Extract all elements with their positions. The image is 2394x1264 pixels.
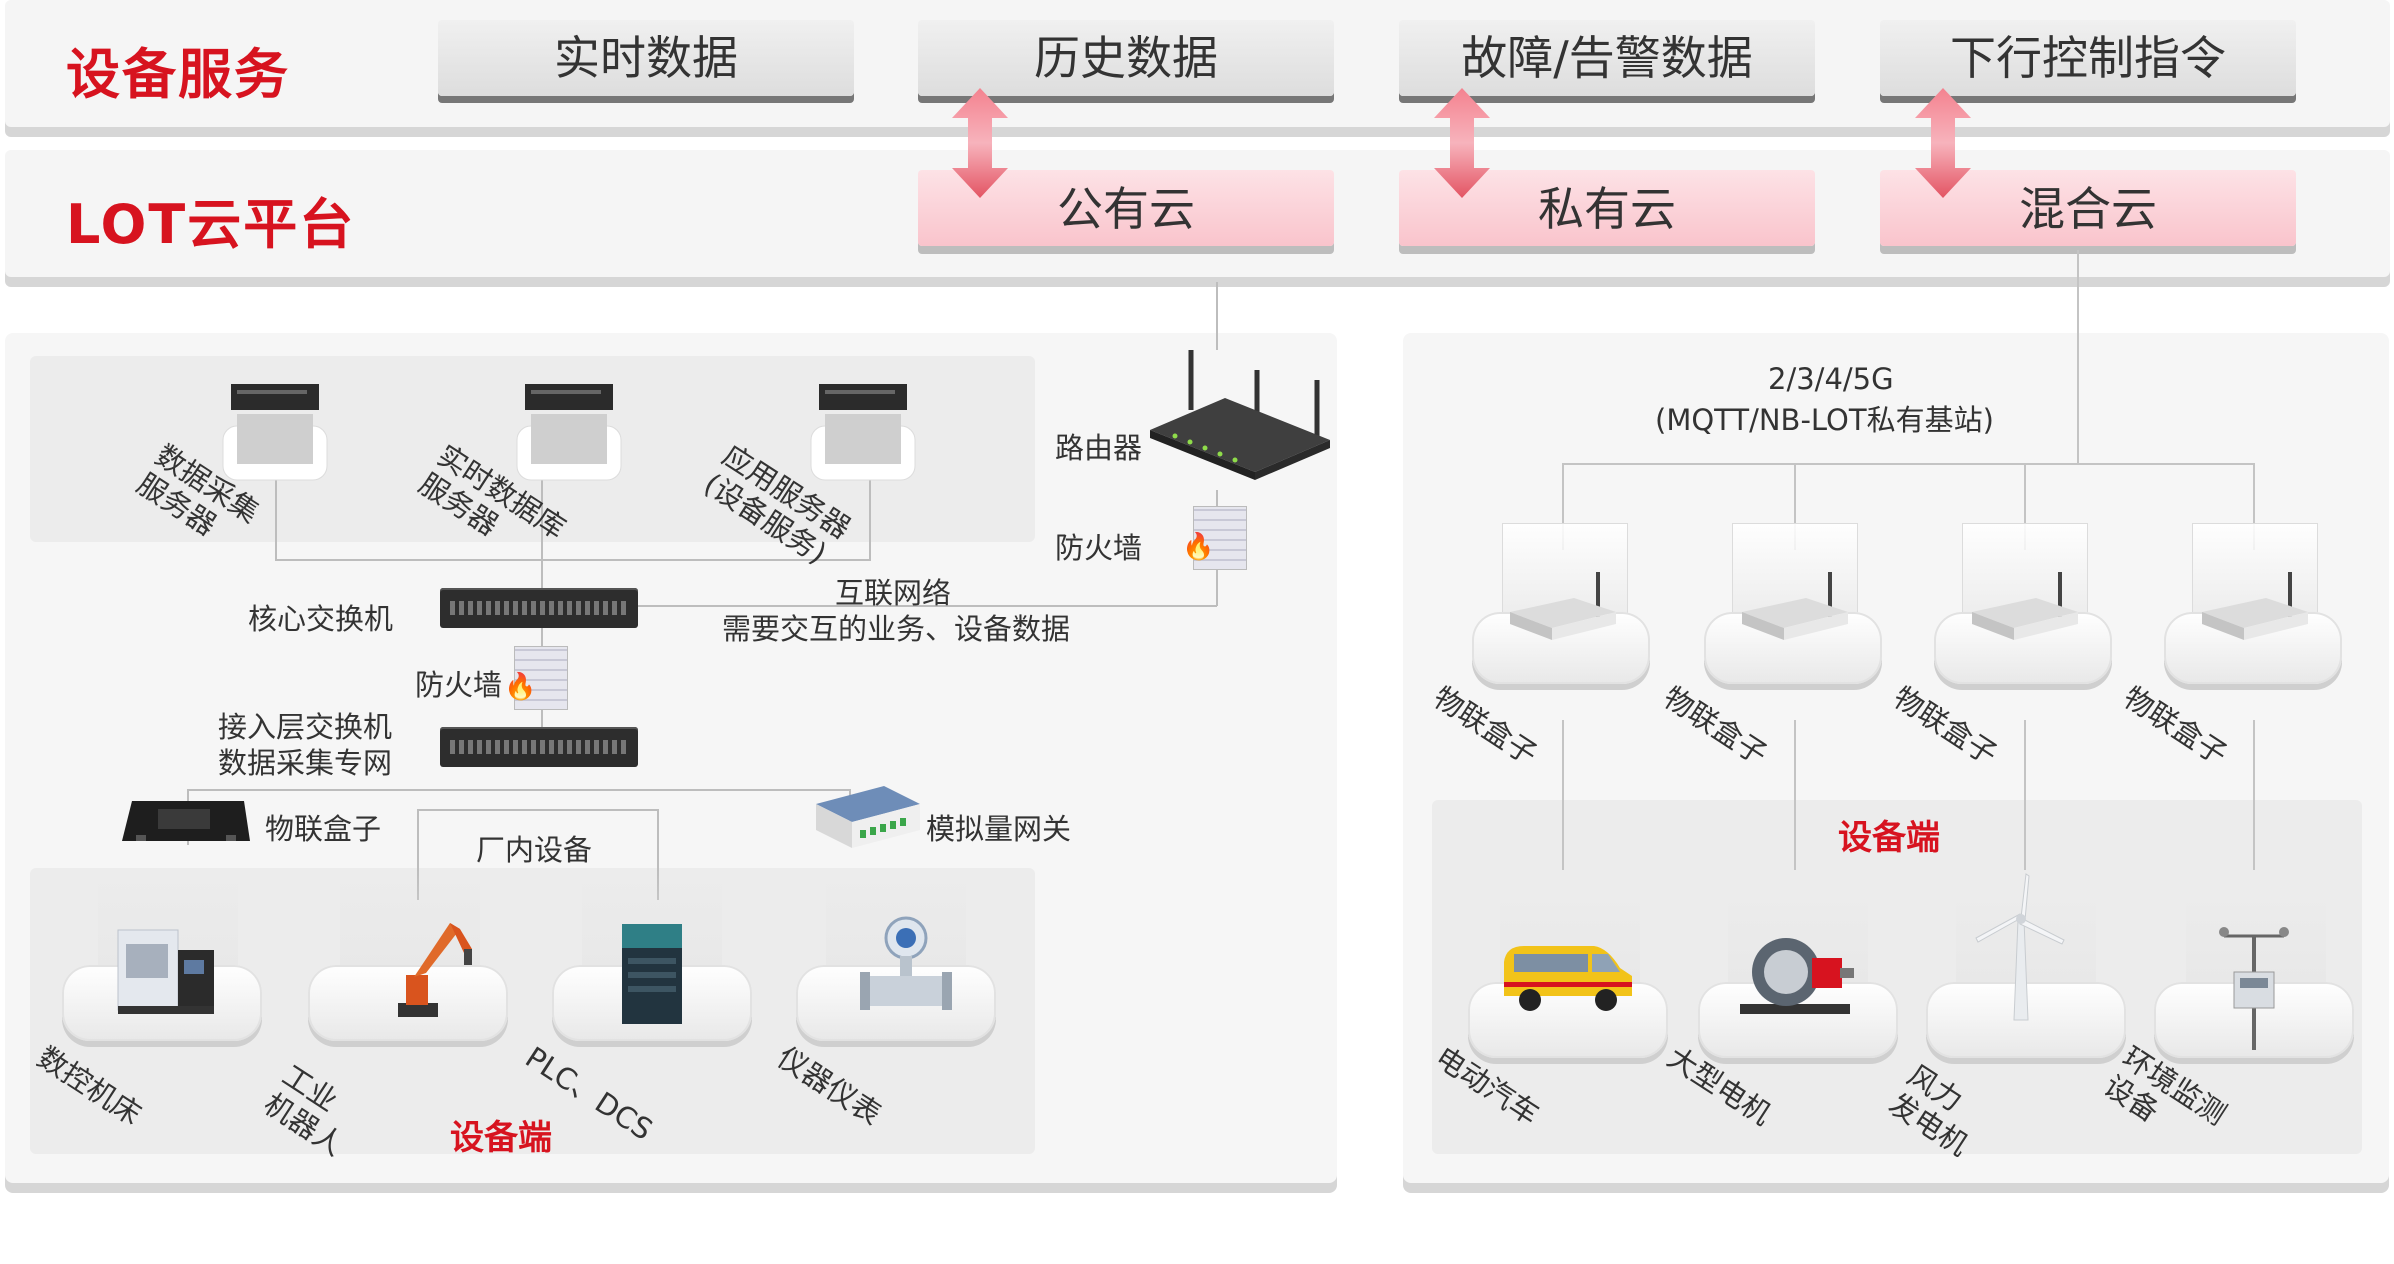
right-network-lines (1562, 250, 2255, 870)
fire-icon: 🔥 (1182, 532, 1215, 562)
iot-box-icon (1510, 572, 1616, 640)
router-icon (1150, 350, 1330, 480)
motor-icon (1740, 938, 1854, 1014)
core-switch-label: 核心交换机 (248, 602, 394, 636)
cloud-platform-title: LOT云平台 (66, 193, 356, 256)
plc-icon (622, 924, 682, 1024)
electric-vehicle-icon (1504, 946, 1632, 1011)
internet-desc: 需要交互的业务、设备数据 (722, 612, 1071, 646)
internet-label: 互联网络 (835, 576, 952, 610)
core-switch-icon (440, 588, 638, 628)
firewall-icon (514, 646, 568, 710)
access-switch-desc: 数据采集专网 (218, 746, 393, 780)
iot-box-icon (1972, 572, 2078, 640)
bidirectional-arrow-icon (1915, 88, 1971, 198)
weather-station-icon (2219, 927, 2289, 1050)
iot-box-icon (1742, 572, 1848, 640)
tab-realtime-data[interactable]: 实时数据 (438, 20, 854, 96)
hybrid-cloud[interactable]: 混合云 (1880, 170, 2296, 246)
device-service-title: 设备服务 (66, 43, 290, 106)
gateway-icon (816, 786, 920, 848)
left-device-end-label: 设备端 (450, 1118, 552, 1158)
cnc-machine-icon (117, 929, 214, 1014)
firewall-icon (1193, 506, 1247, 570)
access-switch-label: 接入层交换机 (218, 710, 393, 744)
access-switch-icon (440, 727, 638, 767)
router-label: 路由器 (1055, 431, 1143, 465)
tab-history-data[interactable]: 历史数据 (918, 20, 1334, 96)
bidirectional-arrow-icon (1434, 88, 1490, 198)
iot-box-icon (2202, 572, 2308, 640)
fire-icon: 🔥 (504, 672, 537, 702)
wind-turbine-icon (1975, 873, 2065, 1021)
iot-box-icon (122, 801, 250, 841)
bidirectional-arrow-icon (952, 88, 1008, 198)
firewall-mid-label: 防火墙 (415, 668, 503, 702)
server-icon (516, 384, 622, 481)
network-generations-label: 2/3/4/5G (1768, 362, 1894, 396)
server-icon (222, 384, 328, 481)
server-icon (810, 384, 916, 481)
network-protocol-label: (MQTT/NB-LOT私有基站) (1655, 403, 1994, 437)
tab-downlink-control[interactable]: 下行控制指令 (1880, 20, 2296, 96)
plant-devices-label: 厂内设备 (476, 833, 593, 867)
right-device-end-label: 设备端 (1838, 818, 1940, 858)
flowmeter-icon (860, 916, 952, 1010)
analog-gateway-label: 模拟量网关 (926, 812, 1072, 846)
tab-fault-alarm-data[interactable]: 故障/告警数据 (1399, 20, 1815, 96)
iot-box-label: 物联盒子 (265, 812, 382, 846)
robot-arm-icon (398, 923, 472, 1017)
firewall-top-label: 防火墙 (1055, 531, 1143, 565)
